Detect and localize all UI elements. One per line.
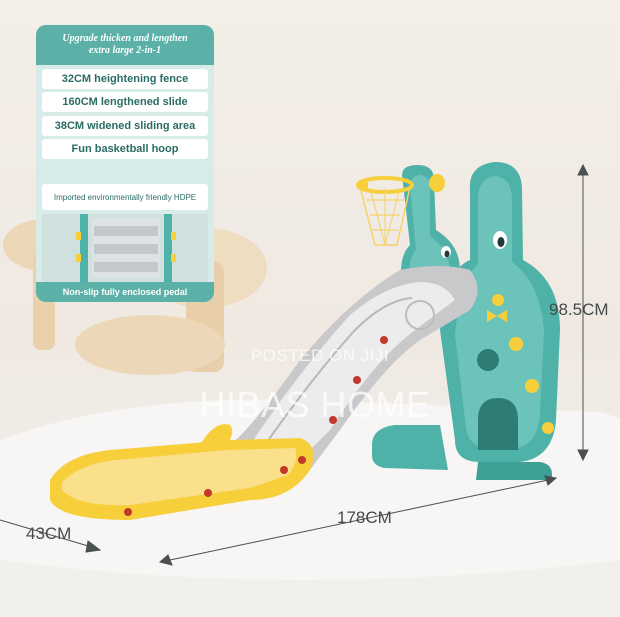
- dimension-lines: [0, 163, 589, 566]
- material-note: Imported environmentally friendly HDPE: [42, 184, 208, 210]
- length-dimension-label: 178CM: [337, 508, 392, 527]
- slide-body: [230, 266, 478, 470]
- slide-exit: [50, 424, 314, 520]
- feature-heightening-fence: 32CM heightening fence: [42, 69, 208, 89]
- watermark-posted-on: POSTED ON JIJI: [250, 346, 390, 365]
- card-title: Upgrade thicken and lengthen extra large…: [36, 25, 214, 65]
- height-dimension-label: 98.5CM: [549, 300, 609, 319]
- feature-basketball-hoop: Fun basketball hoop: [42, 139, 208, 159]
- card-footer: Non-slip fully enclosed pedal: [36, 282, 214, 302]
- width-dimension-label: 43CM: [26, 524, 72, 543]
- feature-card: Upgrade thicken and lengthen extra large…: [36, 25, 214, 302]
- feature-widened-area: 38CM widened sliding area: [42, 116, 208, 136]
- slide-tower: [372, 162, 560, 480]
- watermark-store-name: HIBAS HOME: [199, 384, 431, 425]
- feature-lengthened-slide: 160CM lengthened slide: [42, 92, 208, 112]
